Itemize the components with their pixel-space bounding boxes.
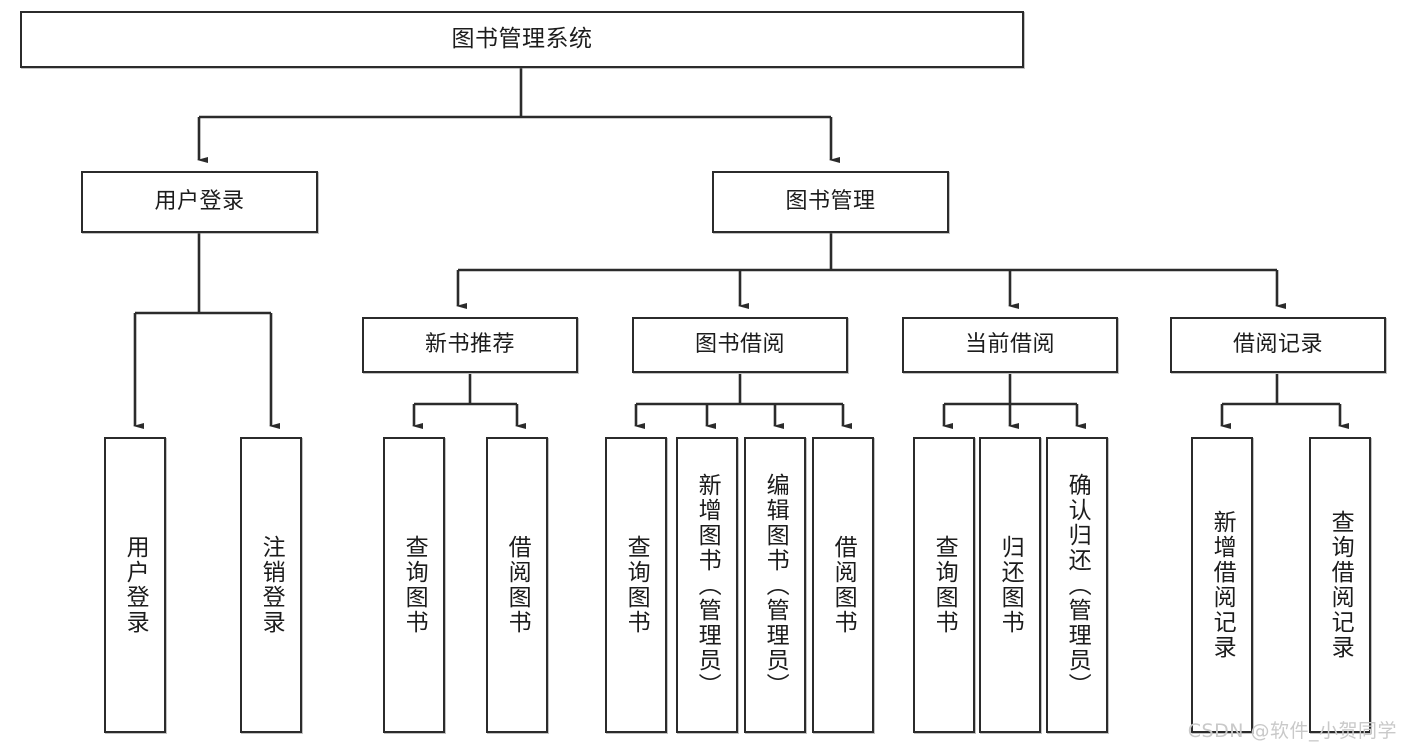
node-leaf-borrow-book-recommend-label: 借阅图书	[504, 535, 531, 635]
node-leaf-query-borrow-record[interactable]: 查询借阅记录	[1309, 437, 1371, 733]
node-book-borrow-label: 图书借阅	[694, 332, 785, 358]
node-leaf-query-book-current[interactable]: 查询图书	[913, 437, 975, 733]
node-book-manage[interactable]: 图书管理	[712, 171, 949, 233]
node-leaf-query-borrow-record-label: 查询借阅记录	[1327, 510, 1354, 660]
node-leaf-logout-login[interactable]: 注销登录	[240, 437, 302, 733]
node-leaf-query-book-borrow-label: 查询图书	[623, 535, 650, 635]
node-leaf-add-book-admin[interactable]: 新增图书（管理员）	[676, 437, 738, 733]
node-leaf-user-login[interactable]: 用户登录	[104, 437, 166, 733]
node-root-label: 图书管理系统	[451, 25, 593, 52]
node-user-login-label: 用户登录	[154, 189, 245, 215]
node-new-book-recommend-label: 新书推荐	[424, 332, 515, 358]
node-leaf-confirm-return-admin-label: 确认归还（管理员）	[1064, 472, 1091, 698]
node-leaf-user-login-label: 用户登录	[122, 535, 149, 635]
node-borrow-record-label: 借阅记录	[1232, 332, 1323, 358]
node-leaf-add-borrow-record-label: 新增借阅记录	[1209, 510, 1236, 660]
node-leaf-query-book-current-label: 查询图书	[931, 535, 958, 635]
node-leaf-query-book-borrow[interactable]: 查询图书	[605, 437, 667, 733]
node-leaf-borrow-book-recommend[interactable]: 借阅图书	[486, 437, 548, 733]
node-leaf-borrow-book-label: 借阅图书	[830, 535, 857, 635]
node-leaf-edit-book-admin-label: 编辑图书（管理员）	[762, 472, 789, 698]
node-leaf-add-borrow-record[interactable]: 新增借阅记录	[1191, 437, 1253, 733]
node-leaf-borrow-book[interactable]: 借阅图书	[812, 437, 874, 733]
node-user-login[interactable]: 用户登录	[81, 171, 318, 233]
node-leaf-query-book-recommend-label: 查询图书	[401, 535, 428, 635]
node-leaf-edit-book-admin[interactable]: 编辑图书（管理员）	[744, 437, 806, 733]
node-leaf-return-book[interactable]: 归还图书	[979, 437, 1041, 733]
watermark-text: CSDN @软件_小贺同学	[1187, 720, 1397, 742]
node-book-manage-label: 图书管理	[785, 189, 876, 215]
node-book-borrow[interactable]: 图书借阅	[632, 317, 848, 373]
node-new-book-recommend[interactable]: 新书推荐	[362, 317, 578, 373]
node-leaf-confirm-return-admin[interactable]: 确认归还（管理员）	[1046, 437, 1108, 733]
node-current-borrow-label: 当前借阅	[964, 332, 1055, 358]
node-leaf-logout-login-label: 注销登录	[258, 535, 285, 635]
node-leaf-query-book-recommend[interactable]: 查询图书	[383, 437, 445, 733]
node-root[interactable]: 图书管理系统	[20, 11, 1024, 68]
node-leaf-add-book-admin-label: 新增图书（管理员）	[694, 472, 721, 698]
node-borrow-record[interactable]: 借阅记录	[1170, 317, 1386, 373]
node-leaf-return-book-label: 归还图书	[997, 535, 1024, 635]
node-current-borrow[interactable]: 当前借阅	[902, 317, 1118, 373]
